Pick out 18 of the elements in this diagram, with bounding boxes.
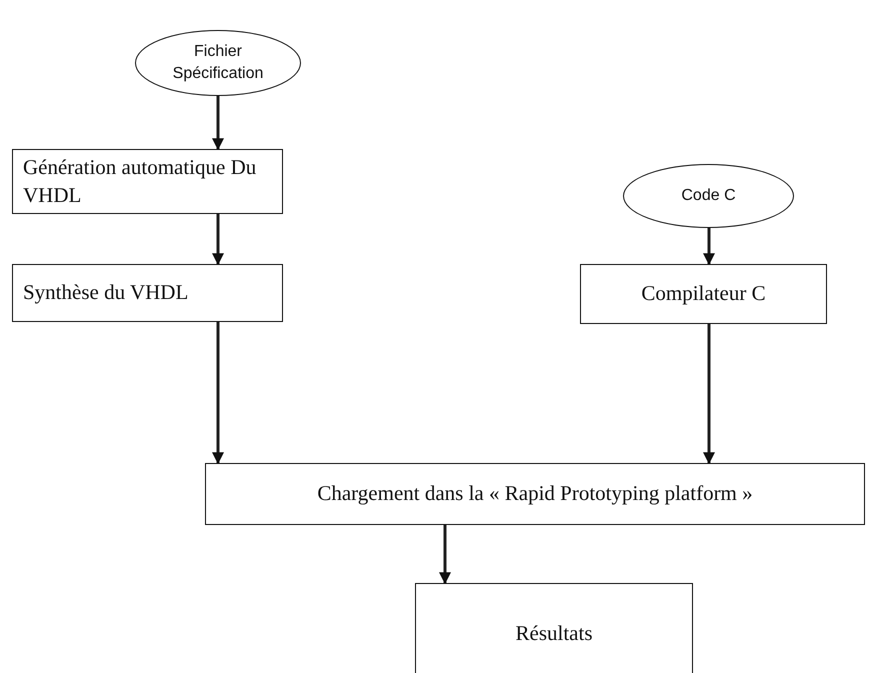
- node-label: Génération automatique Du VHDL: [23, 154, 258, 208]
- process-box: [580, 264, 827, 324]
- arrow: [212, 96, 224, 150]
- arrow: [439, 525, 451, 584]
- process-box: [415, 583, 693, 673]
- process-box: [12, 264, 283, 322]
- arrow: [703, 228, 715, 266]
- node-label: Résultats: [516, 620, 592, 647]
- node-label: Code C: [681, 186, 736, 206]
- arrow: [212, 322, 224, 464]
- arrow: [212, 214, 224, 266]
- node-label: Synthèse du VHDL: [23, 279, 188, 306]
- node-label: Fichier Spécification: [172, 42, 264, 84]
- node-label: Compilateur C: [641, 280, 766, 308]
- node-label: Chargement dans la « Rapid Prototyping platform »: [317, 480, 753, 508]
- process-box: [205, 463, 865, 525]
- process-box: [12, 149, 283, 214]
- arrow: [703, 324, 715, 464]
